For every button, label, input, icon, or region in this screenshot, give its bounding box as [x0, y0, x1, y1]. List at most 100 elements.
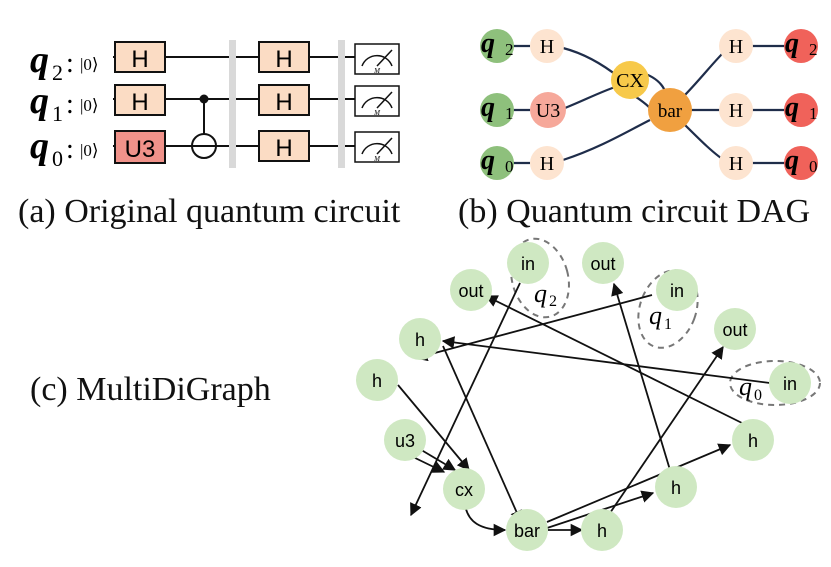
node-out-1: out: [450, 269, 492, 311]
node-h-left-lower: h: [356, 359, 398, 401]
svg-text:u3: u3: [395, 431, 415, 451]
qubit-tag-q1: q 1: [649, 301, 672, 333]
svg-text:bar: bar: [514, 521, 540, 541]
svg-text:H: H: [729, 153, 743, 175]
graph-edges: [397, 282, 771, 537]
qubit-tag-q2: q 2: [534, 279, 557, 310]
svg-text:h: h: [415, 330, 425, 350]
dag-input-node-q2: q 2: [480, 28, 514, 63]
svg-text:H: H: [131, 89, 148, 116]
multidigraph-panel: (c) MultiDiGraph in: [30, 237, 821, 551]
barrier-1: [229, 40, 236, 168]
qubit-highlight-ellipses: [510, 237, 821, 406]
gate-h-q1-layer1: H: [114, 84, 166, 116]
svg-text:1: 1: [664, 316, 672, 333]
svg-text:h: h: [597, 521, 607, 541]
svg-text:|0⟩: |0⟩: [80, 55, 99, 74]
svg-text:q: q: [481, 28, 495, 59]
svg-text:cx: cx: [455, 480, 473, 500]
dag-output-node-q0: q 0: [784, 145, 818, 180]
cnot-control-dot: [199, 94, 209, 104]
svg-text:h: h: [372, 371, 382, 391]
node-out-2: out: [582, 242, 624, 284]
gate-h-q1-layer2: H: [258, 84, 310, 116]
svg-text:out: out: [458, 281, 483, 301]
svg-text:in: in: [670, 281, 684, 301]
svg-text:0: 0: [52, 146, 63, 171]
dag-op-cx: CX: [611, 61, 649, 99]
svg-text:bar: bar: [658, 101, 683, 122]
svg-text:M: M: [373, 67, 381, 75]
dag-op-h-out-q1: H: [719, 93, 753, 127]
node-cx: cx: [443, 468, 485, 510]
svg-text:2: 2: [52, 60, 63, 85]
cnot-gate: [191, 94, 217, 159]
svg-text:1: 1: [52, 101, 63, 126]
svg-text:1: 1: [505, 104, 514, 123]
svg-text:H: H: [540, 153, 554, 175]
gate-u3-q0: U3: [114, 130, 166, 164]
node-barrier: bar: [506, 509, 548, 551]
gate-h-q2-layer2: H: [258, 41, 310, 73]
svg-text:q: q: [785, 28, 799, 59]
dag-output-node-q2: q 2: [784, 28, 818, 63]
svg-text:2: 2: [809, 40, 818, 59]
svg-text::: :: [66, 48, 74, 79]
svg-text:0: 0: [505, 157, 514, 176]
dag-input-node-q1: q 1: [480, 92, 514, 127]
dag-output-node-q1: q 1: [784, 92, 818, 127]
node-in-q0: in: [769, 362, 811, 404]
svg-text:U3: U3: [536, 100, 560, 122]
dag-input-node-q0: q 0: [480, 145, 514, 180]
svg-text:H: H: [131, 46, 148, 73]
node-h-right: h: [732, 419, 774, 461]
caption-b: (b) Quantum circuit DAG: [458, 193, 810, 230]
node-in-q2: in: [507, 242, 549, 284]
dag-op-h-out-q2: H: [719, 29, 753, 63]
dag-op-h-q0: H: [530, 146, 564, 180]
svg-text:H: H: [540, 36, 554, 58]
svg-text:H: H: [275, 89, 292, 116]
dag-panel: q 2 q 1 q 0 H U3 H CX: [458, 28, 818, 230]
svg-text:U3: U3: [125, 136, 156, 163]
svg-text:2: 2: [505, 40, 514, 59]
svg-text:q: q: [649, 301, 662, 330]
svg-text:h: h: [671, 478, 681, 498]
svg-text:CX: CX: [616, 70, 644, 92]
qubit-label-q1: q 1 : |0⟩: [30, 80, 99, 126]
meter-icon: M: [354, 43, 400, 75]
svg-text:2: 2: [549, 293, 557, 310]
svg-text:H: H: [275, 46, 292, 73]
meter-icon: M: [354, 131, 400, 163]
qubit-label-q0: q 0 : |0⟩: [30, 125, 99, 171]
svg-text:out: out: [722, 320, 747, 340]
svg-text:1: 1: [809, 104, 818, 123]
svg-text:H: H: [275, 135, 292, 162]
meter-icon: M: [354, 85, 400, 117]
svg-text:|0⟩: |0⟩: [80, 96, 99, 115]
svg-text:q: q: [785, 92, 799, 123]
svg-text:h: h: [748, 431, 758, 451]
dag-op-barrier: bar: [648, 88, 692, 132]
node-out-3: out: [714, 308, 756, 350]
gate-h-q0-layer2: H: [258, 130, 310, 162]
svg-text:M: M: [373, 155, 381, 163]
caption-c: (c) MultiDiGraph: [30, 371, 271, 408]
svg-text:H: H: [729, 100, 743, 122]
qubit-tag-q0: q 0: [739, 372, 762, 404]
node-h-left-upper: h: [399, 318, 441, 360]
svg-text:|0⟩: |0⟩: [80, 141, 99, 160]
svg-text:M: M: [373, 109, 381, 117]
svg-text:q: q: [481, 92, 495, 123]
node-in-q1: in: [656, 269, 698, 311]
svg-text:in: in: [783, 374, 797, 394]
svg-text:q: q: [785, 145, 799, 176]
svg-text:q: q: [739, 372, 752, 401]
svg-text:0: 0: [754, 387, 762, 404]
dag-op-u3: U3: [530, 92, 566, 128]
svg-text:q: q: [30, 39, 49, 81]
svg-text:q: q: [30, 80, 49, 122]
svg-text::: :: [66, 89, 74, 120]
gate-h-q2-layer1: H: [114, 41, 166, 73]
